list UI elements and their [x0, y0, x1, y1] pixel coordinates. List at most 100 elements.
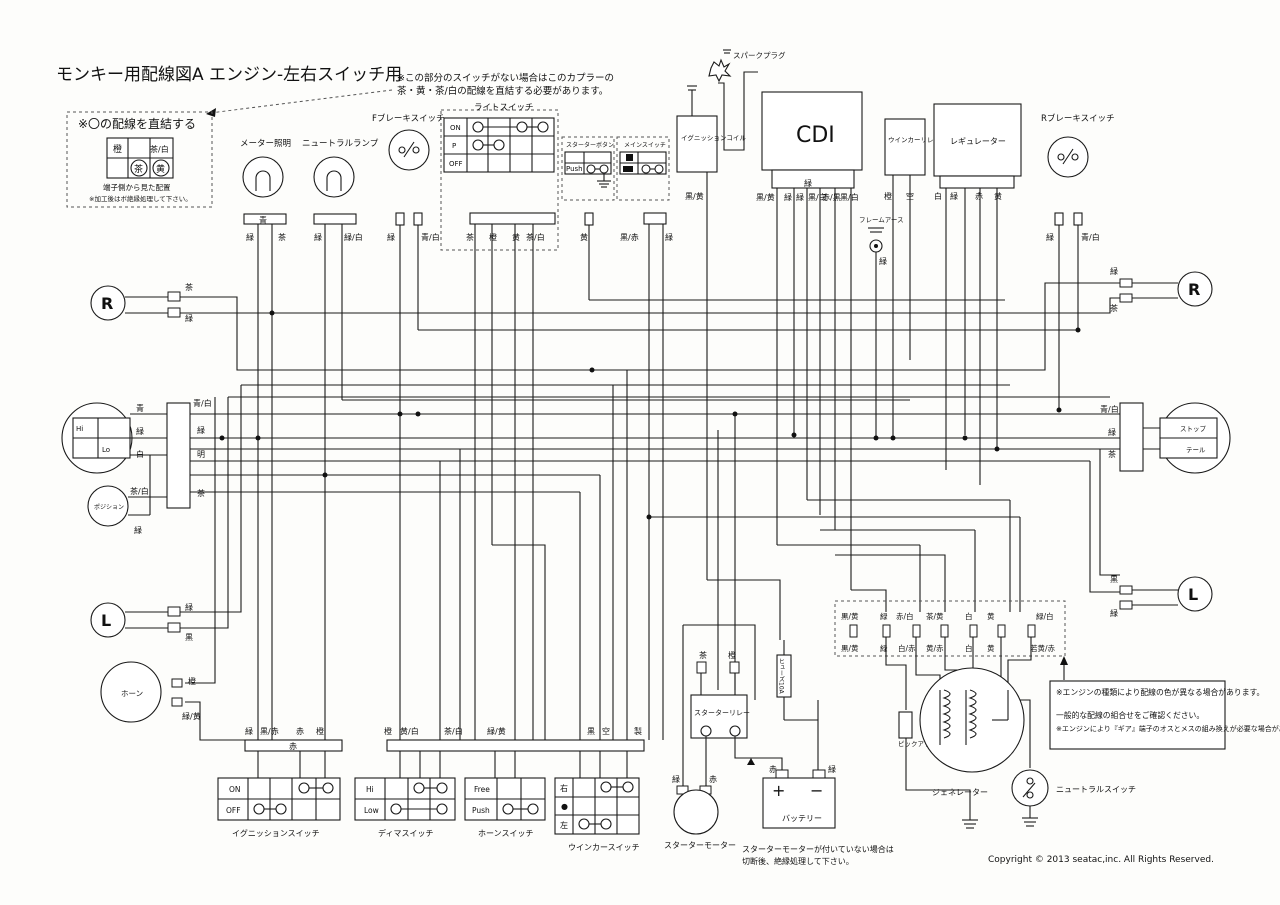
svg-text:黄/赤: 黄/赤 [926, 643, 944, 653]
neutral-switch-label: ニュートラルスイッチ [1056, 785, 1136, 794]
inset-cell-1: 橙 [113, 143, 122, 155]
top-note-2: 茶・黄・茶/白の配線を直結する必要があります。 [397, 85, 608, 97]
bottom-switch-drops [257, 751, 628, 778]
starter-frame-wire [683, 624, 756, 700]
neutral-lamp-connector [313, 213, 357, 225]
battery [762, 777, 836, 829]
svg-text:茶/黄: 茶/黄 [926, 611, 944, 621]
horn-switch-table: Free Push [464, 777, 546, 821]
frame-earth-symbol [868, 227, 884, 253]
tail-label: テール [1186, 446, 1206, 454]
svg-text:黒/黄: 黒/黄 [841, 643, 859, 653]
svg-text:白/赤: 白/赤 [898, 643, 916, 653]
battery-minus: − [810, 781, 823, 800]
starter-switch-conn [584, 212, 594, 226]
page-title: モンキー用配線図A エンジン-左右スイッチ用 [56, 65, 402, 85]
inset-cell-2: 茶/白 [150, 144, 169, 154]
frame-wire: 緑 [879, 256, 887, 266]
starter-switch-area [561, 136, 615, 201]
reg-wire-3: 赤 [975, 192, 983, 201]
neutral-switch [1011, 769, 1049, 827]
generator-coupler-pins [849, 624, 1036, 638]
plug-cable [718, 71, 758, 151]
left-front-winker-l: L [90, 602, 126, 638]
ignition-coil [676, 115, 718, 173]
light-row-p: P [452, 142, 456, 150]
svg-text:Free: Free [474, 785, 490, 794]
cdi-connector [771, 169, 855, 189]
l-left-wire-2: 黒 [185, 633, 193, 642]
f-brake-switch-label: Fブレーキスイッチ [372, 113, 445, 124]
winker-relay-label: ウインカーリレー [888, 136, 940, 144]
headlight: Hi Lo [61, 402, 133, 474]
relay-wire-1: 茶 [699, 650, 707, 660]
head-wire-3: 白 [136, 449, 144, 459]
l-rear-letter: L [1188, 585, 1198, 604]
head-right-2: 緑 [197, 425, 205, 435]
f-brake-conn-1 [395, 212, 405, 226]
neutral-lamp-bulb [313, 156, 355, 198]
note-arrow-up [1060, 656, 1068, 665]
svg-text:茶/白: 茶/白 [444, 726, 463, 736]
svg-text:空: 空 [602, 726, 610, 736]
head-right-4: 茶 [197, 488, 205, 498]
svg-text:若黄/赤: 若黄/赤 [1030, 643, 1056, 653]
starter-switch-label: スターターボタン [566, 141, 614, 149]
battery-label: バッテリー [782, 814, 822, 823]
r-right-wire-1: 緑 [1110, 266, 1118, 276]
meter-light-connector [243, 213, 287, 225]
dimmer-switch-table: Hi Low [354, 777, 456, 821]
inset-caption-1: 端子側から見た配置 [103, 182, 171, 192]
right-rear-winker-r: R [1177, 271, 1213, 307]
meter-light-bulb [242, 156, 284, 198]
light-switch-table: ON P OFF [443, 117, 555, 173]
svg-text:緑: 緑 [245, 726, 253, 736]
tail-connector [1119, 402, 1144, 472]
spark-plug [708, 49, 732, 83]
light-row-off: OFF [449, 160, 463, 168]
right-note-2: 一般的な配線の組合せをご確認ください。 [1056, 710, 1204, 720]
horn-wire-2: 緑/黄 [182, 711, 201, 721]
inset-caption-2: ※加工後はボ絶縁処理して下さい。 [89, 194, 192, 203]
main-switch-connector [643, 212, 667, 225]
cdi-wire-3: 緑 [796, 192, 804, 202]
light-switch-connector [469, 212, 556, 225]
r-brake-conn-1 [1054, 212, 1064, 226]
head-right-3: 明 [197, 450, 205, 459]
battery-plus: + [772, 781, 785, 800]
svg-text:Low: Low [364, 806, 379, 815]
svg-text:橙: 橙 [384, 726, 392, 736]
rbrake-wire-2: 青/白 [1081, 232, 1100, 242]
cdi-wire-5: 赤/黒 [822, 193, 841, 202]
reg-wire-2: 緑 [950, 191, 958, 201]
l-right-wire-2: 緑 [1110, 608, 1118, 618]
bottom-left-conn-label: 赤 [289, 742, 297, 751]
meter-conn-color: 青 [259, 215, 267, 225]
svg-text:白: 白 [965, 643, 973, 653]
generator-bottom-wire-labels: 黒/黄 緑 白/赤 黄/赤 白 黄 若黄/赤 [841, 643, 1056, 653]
generator-label: ジェネレーター [932, 788, 988, 797]
starter-motor [673, 789, 719, 835]
starter-motor-label: スターターモーター [664, 841, 736, 850]
winker-relay [884, 118, 926, 176]
starter-relay [690, 694, 748, 739]
ign-wire: 黒/黄 [685, 191, 704, 201]
batt-wire-2: 緑 [828, 764, 836, 774]
right-note-box [1049, 680, 1226, 750]
svg-text:緑/白: 緑/白 [1036, 611, 1054, 621]
starter-switch-table: Push [564, 151, 612, 188]
svg-text:橙: 橙 [316, 726, 324, 736]
right-note-3: ※エンジンにより『ギア』端子のオスとメスの組み換えが必要な場合があります。 [1056, 724, 1280, 733]
main-switch-table [619, 151, 667, 175]
headlight-lo: Lo [102, 446, 110, 454]
generator-coupler-area [834, 600, 1066, 657]
head-wire-1: 青 [136, 403, 144, 413]
regulator [933, 103, 1022, 177]
tail-lamp: ストップ テール [1159, 402, 1231, 474]
svg-text:黄: 黄 [987, 643, 995, 653]
main-wire-2: 緑 [665, 232, 673, 242]
left-front-winker-r: R [90, 285, 126, 321]
l-right-wire-1: 黒 [1110, 575, 1118, 584]
r-brake-switch [1047, 136, 1089, 178]
